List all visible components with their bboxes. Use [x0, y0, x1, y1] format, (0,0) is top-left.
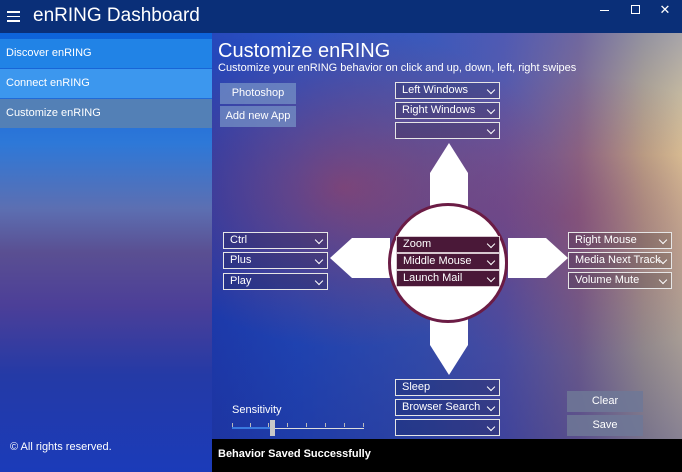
add-new-app-button[interactable]: Add new App — [220, 106, 296, 127]
sidebar-item-connect[interactable]: Connect enRING — [0, 69, 212, 98]
swipe-up-select-1-value: Left Windows — [402, 84, 469, 96]
chevron-down-icon — [486, 256, 496, 266]
status-message: Behavior Saved Successfully — [218, 448, 371, 460]
app-title: enRING Dashboard — [33, 5, 200, 26]
swipe-left-select-3-value: Play — [230, 275, 252, 287]
chevron-down-icon — [658, 275, 668, 285]
slider-tick — [287, 423, 288, 427]
title-bar: enRING Dashboard ✕ — [0, 0, 682, 33]
click-select-2-value: Middle Mouse — [403, 255, 472, 267]
left-arrow-shape — [330, 238, 390, 278]
chevron-down-icon — [486, 402, 496, 412]
main-panel: Customize enRING Customize your enRING b… — [212, 33, 682, 439]
swipe-down-select-2-value: Browser Search — [402, 401, 481, 413]
swipe-right-select-1[interactable]: Right Mouse — [568, 232, 672, 249]
click-select-2[interactable]: Middle Mouse — [396, 253, 500, 270]
maximize-icon[interactable] — [625, 3, 645, 17]
minimize-icon[interactable] — [595, 3, 615, 17]
chevron-down-icon — [658, 235, 668, 245]
sensitivity-slider[interactable] — [232, 428, 364, 429]
swipe-left-select-1-value: Ctrl — [230, 234, 248, 246]
chevron-down-icon — [486, 239, 496, 249]
up-arrow-shape — [430, 143, 468, 218]
slider-tick — [306, 423, 307, 427]
swipe-left-select-2[interactable]: Plus — [223, 252, 328, 269]
slider-tick — [325, 423, 326, 427]
sensitivity-label: Sensitivity — [232, 404, 282, 416]
swipe-up-select-2-value: Right Windows — [402, 104, 476, 116]
swipe-right-select-2-value: Media Next Track — [575, 254, 661, 266]
swipe-up-select-1[interactable]: Left Windows — [395, 82, 500, 99]
sidebar-item-discover[interactable]: Discover enRING — [0, 39, 212, 68]
page-title: Customize enRING — [218, 40, 391, 62]
save-button[interactable]: Save — [567, 415, 643, 436]
sensitivity-slider-fill — [232, 427, 272, 429]
swipe-left-select-3[interactable]: Play — [223, 273, 328, 290]
swipe-down-select-1[interactable]: Sleep — [395, 379, 500, 396]
slider-tick — [268, 423, 269, 427]
slider-tick — [344, 423, 345, 427]
swipe-up-select-2[interactable]: Right Windows — [395, 102, 500, 119]
click-select-3[interactable]: Launch Mail — [396, 270, 500, 287]
copyright-text: © All rights reserved. — [10, 441, 112, 453]
swipe-left-select-1[interactable]: Ctrl — [223, 232, 328, 249]
chevron-down-icon — [486, 105, 496, 115]
click-select-1[interactable]: Zoom — [396, 236, 500, 253]
swipe-down-select-2[interactable]: Browser Search — [395, 399, 500, 416]
page-subtitle: Customize your enRING behavior on click … — [218, 62, 577, 74]
sensitivity-slider-thumb[interactable] — [269, 420, 275, 436]
chevron-down-icon — [486, 85, 496, 95]
swipe-right-select-3-value: Volume Mute — [575, 274, 640, 286]
right-arrow-shape — [508, 238, 568, 278]
slider-tick — [250, 423, 251, 427]
swipe-right-select-1-value: Right Mouse — [575, 234, 637, 246]
swipe-left-select-2-value: Plus — [230, 254, 252, 266]
chevron-down-icon — [486, 382, 496, 392]
swipe-down-select-1-value: Sleep — [402, 381, 431, 393]
sidebar-item-customize[interactable]: Customize enRING — [0, 99, 212, 128]
slider-tick — [232, 423, 233, 427]
hamburger-menu-icon[interactable] — [7, 11, 20, 22]
chevron-down-icon — [314, 235, 324, 245]
swipe-down-select-3[interactable] — [395, 419, 500, 436]
chevron-down-icon — [486, 125, 496, 135]
swipe-up-select-3[interactable] — [395, 122, 500, 139]
chevron-down-icon — [314, 276, 324, 286]
app-button-photoshop[interactable]: Photoshop — [220, 83, 296, 104]
status-bar: Behavior Saved Successfully — [212, 439, 682, 472]
slider-tick — [363, 423, 364, 427]
close-icon[interactable]: ✕ — [659, 2, 671, 17]
click-select-1-value: Zoom — [403, 238, 432, 250]
chevron-down-icon — [486, 422, 496, 432]
swipe-right-select-2[interactable]: Media Next Track — [568, 252, 672, 269]
click-select-3-value: Launch Mail — [403, 272, 463, 284]
chevron-down-icon — [486, 273, 496, 283]
sidebar: Discover enRING Connect enRING Customize… — [0, 33, 212, 472]
clear-button[interactable]: Clear — [567, 391, 643, 412]
chevron-down-icon — [314, 255, 324, 265]
swipe-right-select-3[interactable]: Volume Mute — [568, 272, 672, 289]
